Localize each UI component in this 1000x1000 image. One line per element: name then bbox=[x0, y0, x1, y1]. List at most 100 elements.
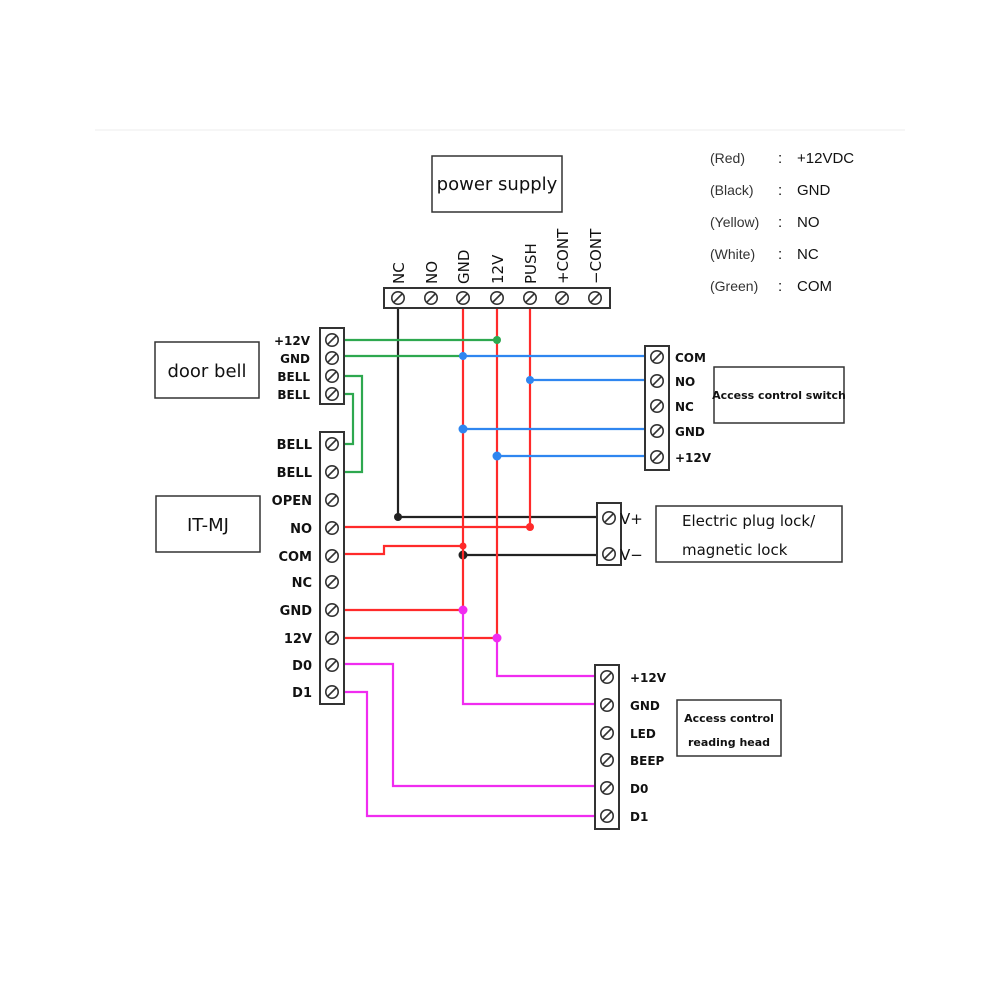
power-supply-push-screw-icon bbox=[522, 290, 538, 306]
access-switch-com-screw-icon bbox=[649, 349, 665, 365]
it-mj-terminal-label: D1 bbox=[292, 686, 312, 701]
door-bell-plus12v-0-screw-icon bbox=[324, 332, 340, 348]
legend-separator: : bbox=[778, 182, 782, 199]
access-switch-terminal-label: COM bbox=[675, 351, 706, 365]
reader-led-screw-icon bbox=[599, 725, 615, 741]
door-bell-bell-3-screw-icon bbox=[324, 386, 340, 402]
legend-color-name: (White) bbox=[710, 246, 755, 262]
it-mj-d0-8-screw-icon bbox=[324, 657, 340, 673]
it-mj-terminal-label: NC bbox=[292, 576, 312, 591]
reader-box bbox=[676, 699, 782, 757]
junction-magenta-gnd bbox=[458, 605, 468, 615]
door-bell-gnd-1-screw-icon bbox=[324, 350, 340, 366]
legend-color-name: (Black) bbox=[710, 182, 754, 198]
door-bell-terminal-label: BELL bbox=[277, 388, 310, 402]
it-mj-terminal-label: NO bbox=[290, 522, 312, 537]
junction-blue-push bbox=[526, 376, 534, 384]
wire-green-bell2 bbox=[344, 392, 355, 446]
reader-terminal-label: LED bbox=[630, 727, 656, 741]
access-switch-box bbox=[713, 366, 845, 424]
access-switch-terminal-label: GND bbox=[675, 425, 705, 439]
power-supply-box bbox=[431, 155, 563, 213]
reader-terminal-label: +12V bbox=[630, 671, 667, 685]
reader-beep-screw-icon bbox=[599, 752, 615, 768]
lock-vminus-screw-icon bbox=[601, 546, 617, 562]
junction-blue-12v bbox=[492, 451, 502, 461]
legend-separator: : bbox=[778, 278, 782, 295]
legend-signal-name: COM bbox=[797, 278, 832, 295]
junction-blue-gnd-com bbox=[459, 352, 467, 360]
reader-terminal-label: BEEP bbox=[630, 754, 665, 768]
wire-magenta-12v-reader bbox=[495, 638, 595, 678]
reader-title-line2: reading head bbox=[688, 736, 770, 749]
reader-d1-screw-icon bbox=[599, 808, 615, 824]
junction-red-com bbox=[459, 542, 467, 550]
it-mj-title: IT-MJ bbox=[187, 515, 229, 536]
legend-signal-name: NC bbox=[797, 246, 819, 263]
power-supply-nc-screw-icon bbox=[390, 290, 406, 306]
power-supply-gnd-screw-icon bbox=[455, 290, 471, 306]
it-mj-terminal-label: D0 bbox=[292, 659, 312, 674]
legend-separator: : bbox=[778, 214, 782, 231]
lock-title-line2: magnetic lock bbox=[682, 541, 788, 559]
reader-gnd-screw-icon bbox=[599, 697, 615, 713]
door-bell-title: door bell bbox=[167, 361, 246, 382]
it-mj-terminal-label: BELL bbox=[277, 438, 312, 453]
lock-box bbox=[655, 505, 843, 563]
wire-magenta-gnd-reader bbox=[461, 610, 595, 706]
it-mj-terminal-label: 12V bbox=[284, 632, 312, 647]
access-switch-no-screw-icon bbox=[649, 373, 665, 389]
power-supply-no-screw-icon bbox=[423, 290, 439, 306]
wire-magenta-d1-reader bbox=[344, 690, 595, 818]
lock-terminal-label: V− bbox=[620, 546, 643, 564]
lock-vplus-screw-icon bbox=[601, 510, 617, 526]
it-mj-com-4-screw-icon bbox=[324, 548, 340, 564]
wire-magenta-d0-reader bbox=[344, 662, 595, 788]
legend-color-name: (Green) bbox=[710, 278, 758, 294]
power-supply-terminal-label-minuscont: −CONT bbox=[587, 228, 605, 284]
it-mj-12v-7-screw-icon bbox=[324, 630, 340, 646]
access-switch-terminal-label: +12V bbox=[675, 451, 712, 465]
access-switch-terminal-label: NC bbox=[675, 400, 694, 414]
door-bell: door bell +12V GND BELL BELL bbox=[154, 327, 345, 405]
access-switch-plus12v-screw-icon bbox=[649, 449, 665, 465]
legend-separator: : bbox=[778, 246, 782, 263]
junction-blue-gnd bbox=[458, 424, 468, 434]
door-bell-terminal-label: BELL bbox=[277, 370, 310, 384]
power-supply-12v-screw-icon bbox=[489, 290, 505, 306]
power-supply-title: power supply bbox=[437, 174, 558, 195]
power-supply-terminal-label-pluscont: +CONT bbox=[554, 228, 572, 284]
door-bell-bell-2-screw-icon bbox=[324, 368, 340, 384]
reader-plus12v-screw-icon bbox=[599, 669, 615, 685]
door-bell-terminal-label: GND bbox=[280, 352, 310, 366]
access-switch-nc-screw-icon bbox=[649, 398, 665, 414]
power-supply-terminal-label-push: PUSH bbox=[522, 243, 540, 284]
wire-color-legend: (Red):+12VDC(Black):GND(Yellow):NO(White… bbox=[710, 150, 854, 295]
reader-terminal-label: GND bbox=[630, 699, 660, 713]
it-mj-nc-5-screw-icon bbox=[324, 574, 340, 590]
legend-signal-name: GND bbox=[797, 182, 831, 199]
access-control-switch: COM NO NC GND +12V Access control switch bbox=[644, 345, 846, 471]
reader-terminal-label: D1 bbox=[630, 810, 648, 824]
lock-terminal-label: V+ bbox=[620, 510, 643, 528]
legend-signal-name: NO bbox=[797, 214, 820, 231]
junction-magenta-12v bbox=[492, 633, 502, 643]
legend-separator: : bbox=[778, 150, 782, 167]
door-bell-terminal-label: +12V bbox=[274, 334, 311, 348]
access-switch-title: Access control switch bbox=[712, 389, 846, 402]
wires bbox=[344, 308, 645, 818]
it-mj-box bbox=[155, 495, 261, 553]
power-supply-terminal-label-12v: 12V bbox=[489, 254, 507, 284]
access-switch-terminal-label: NO bbox=[675, 375, 695, 389]
it-mj-d1-9-screw-icon bbox=[324, 684, 340, 700]
legend-signal-name: +12VDC bbox=[797, 150, 854, 167]
junction-black-nc bbox=[394, 513, 402, 521]
reader-terminal-strip bbox=[594, 664, 620, 830]
it-mj-terminal-label: COM bbox=[278, 550, 312, 565]
door-bell-box bbox=[154, 341, 260, 399]
power-supply-terminal-label-gnd: GND bbox=[455, 250, 473, 284]
legend-color-name: (Red) bbox=[710, 150, 745, 166]
